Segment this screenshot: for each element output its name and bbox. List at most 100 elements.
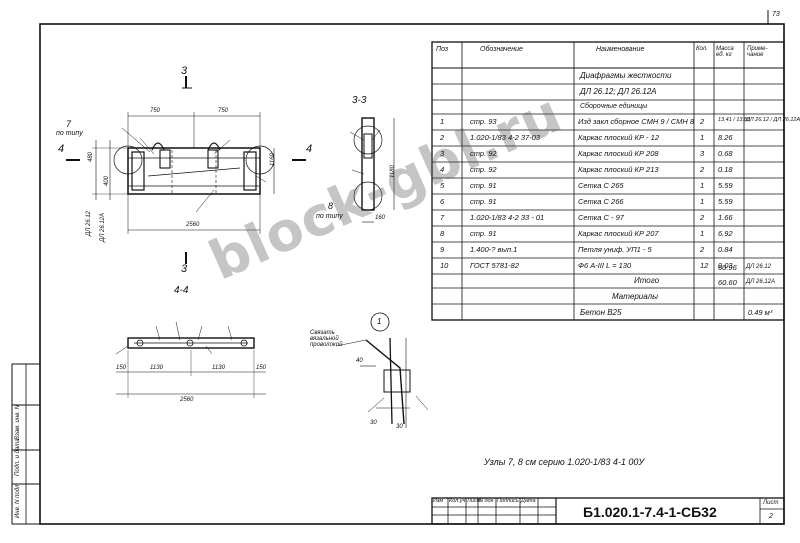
row-qty: 2 — [700, 245, 705, 254]
row-designation: 1.020-1/83 4-2 33 - 01 — [470, 213, 545, 222]
title-block-grid — [431, 497, 785, 525]
row-name: Каркас плоский КР 208 — [578, 149, 659, 158]
row-name: Изд закл сборное СМН 9 / СМН 8 — [578, 117, 695, 126]
total-mass-2: 60.60 — [718, 278, 737, 287]
col-header-note: Приме-чание — [747, 46, 768, 58]
section-4-4 — [115, 321, 266, 398]
dim-2560-bottom: 2560 — [180, 397, 194, 403]
row-mass: 0.84 — [718, 245, 733, 254]
row-note: ДЛ 26.12 / ДЛ 26.12А — [746, 117, 800, 123]
dim-150-left: 150 — [116, 365, 127, 371]
row-designation: стр. 91 — [470, 229, 497, 238]
page-number: 73 — [772, 11, 780, 18]
dim-750-right: 750 — [218, 108, 229, 114]
row-designation: 1.400-? вып.1 — [470, 245, 518, 254]
dim-2560-top: 2560 — [186, 222, 200, 228]
row-qty: 2 — [700, 117, 705, 126]
title-block-col-3: N док — [479, 498, 494, 504]
row-pos: 2 — [440, 133, 445, 142]
row-mass: 8.26 — [718, 133, 733, 142]
row-name: Каркас плоский КР 213 — [578, 165, 659, 174]
row-name: Петля униф. УП1 - 5 — [578, 245, 652, 254]
row-designation: стр. 91 — [470, 197, 497, 206]
drawing-code: Б1.020.1-7.4-1-СБ32 — [583, 504, 717, 520]
view-7-note: по типу — [56, 130, 83, 137]
dim-400: 400 — [104, 175, 110, 186]
row-qty: 12 — [700, 261, 709, 270]
row-name: Сетка С 266 — [578, 197, 624, 206]
row-name: Сетка С - 97 — [578, 213, 624, 222]
row-pos: 1 — [440, 117, 445, 126]
row-qty: 3 — [700, 149, 705, 158]
row-qty: 1 — [700, 181, 705, 190]
row-name: Каркас плоский КР - 12 — [578, 133, 659, 142]
row-pos: 9 — [440, 245, 445, 254]
dim-1130-right: 1130 — [212, 365, 225, 371]
col-header-designation: Обозначение — [480, 46, 523, 53]
row-qty: 1 — [700, 197, 705, 206]
row-mass: 5.59 — [718, 197, 733, 206]
side-stamp-label-1: Подп. и дата — [15, 438, 21, 476]
row-pos: 5 — [440, 181, 445, 190]
sheet-frame — [11, 10, 785, 525]
nodes-note: Узлы 7, 8 см серию 1.020-1/83 4-1 00У — [484, 457, 645, 467]
total-note-2: ДЛ 26.12А — [746, 279, 776, 285]
dim-30-b: 30 — [396, 424, 403, 430]
row-name: Ф6 А-III L = 130 — [578, 261, 632, 270]
row-mass: 0.68 — [718, 149, 733, 158]
totals-label: Итого — [634, 276, 660, 285]
row-pos: 3 — [440, 149, 445, 158]
main-elevation — [66, 76, 306, 264]
dim-150-right: 150 — [256, 365, 267, 371]
row-mass: 1.66 — [718, 213, 733, 222]
dim-160: 160 — [375, 215, 386, 221]
title-block-col-4: Подпись — [497, 498, 519, 504]
row-mass: 13.41 / 13.83 — [718, 117, 751, 123]
row-designation: 1.020-1/83 4-2 37-03 — [470, 133, 541, 142]
row-pos: 6 — [440, 197, 445, 206]
material-name: Бетон В25 — [580, 308, 622, 317]
vertical-label-dl2612a: ДЛ 26.12А — [100, 212, 106, 242]
row-mass: 6.92 — [718, 229, 733, 238]
dim-1130-left: 1130 — [150, 365, 163, 371]
section-4-4-title: 4-4 — [174, 285, 189, 296]
dim-1160: 1160 — [270, 153, 276, 166]
title-block-col-5: Дата — [521, 498, 536, 504]
cut-label-4-left: 4 — [58, 143, 65, 155]
total-note-1: ДЛ 26.12 — [746, 264, 772, 270]
vertical-label-dl2612: ДЛ 26.12 — [86, 210, 92, 236]
dim-30-a: 30 — [370, 420, 377, 426]
table-title-3: Сборочные единицы — [580, 103, 648, 110]
row-designation: ГОСТ 5781-82 — [470, 261, 520, 270]
view-8-label: 8 — [328, 201, 334, 211]
col-header-mass: Масса ед. кг — [716, 46, 734, 58]
cut-label-4-right: 4 — [306, 143, 313, 155]
dim-1180: 1180 — [390, 165, 396, 178]
dim-480: 480 — [88, 151, 94, 162]
section-3-3-title: 3-3 — [352, 95, 367, 106]
row-name: Сетка С 265 — [578, 181, 624, 190]
material-value: 0.49 м³ — [748, 308, 773, 317]
total-mass-1: 60.96 — [718, 263, 737, 272]
side-stamp-label-0: Инв. N подл. — [15, 482, 21, 518]
row-designation: стр. 91 — [470, 181, 497, 190]
title-block-col-1: Кол.уч — [449, 498, 466, 504]
title-block-col-2: Лист — [467, 498, 482, 504]
sheet-label: Лист — [763, 500, 779, 506]
col-header-pos: Поз — [436, 46, 449, 53]
row-mass: 0.03 — [718, 261, 733, 270]
col-header-name: Наименование — [596, 46, 645, 53]
row-qty: 1 — [700, 229, 705, 238]
row-qty: 2 — [700, 165, 705, 174]
row-pos: 10 — [440, 261, 449, 270]
row-designation: стр. 93 — [470, 117, 497, 126]
node-1-detail — [335, 312, 429, 428]
cut-label-3-bottom: 3 — [181, 263, 188, 275]
view-8-note: по типу — [316, 213, 343, 220]
row-name: Каркас плоский КР 207 — [578, 229, 659, 238]
title-block-col-0: Изм — [433, 498, 444, 504]
row-qty: 2 — [700, 213, 705, 222]
row-pos: 7 — [440, 213, 445, 222]
